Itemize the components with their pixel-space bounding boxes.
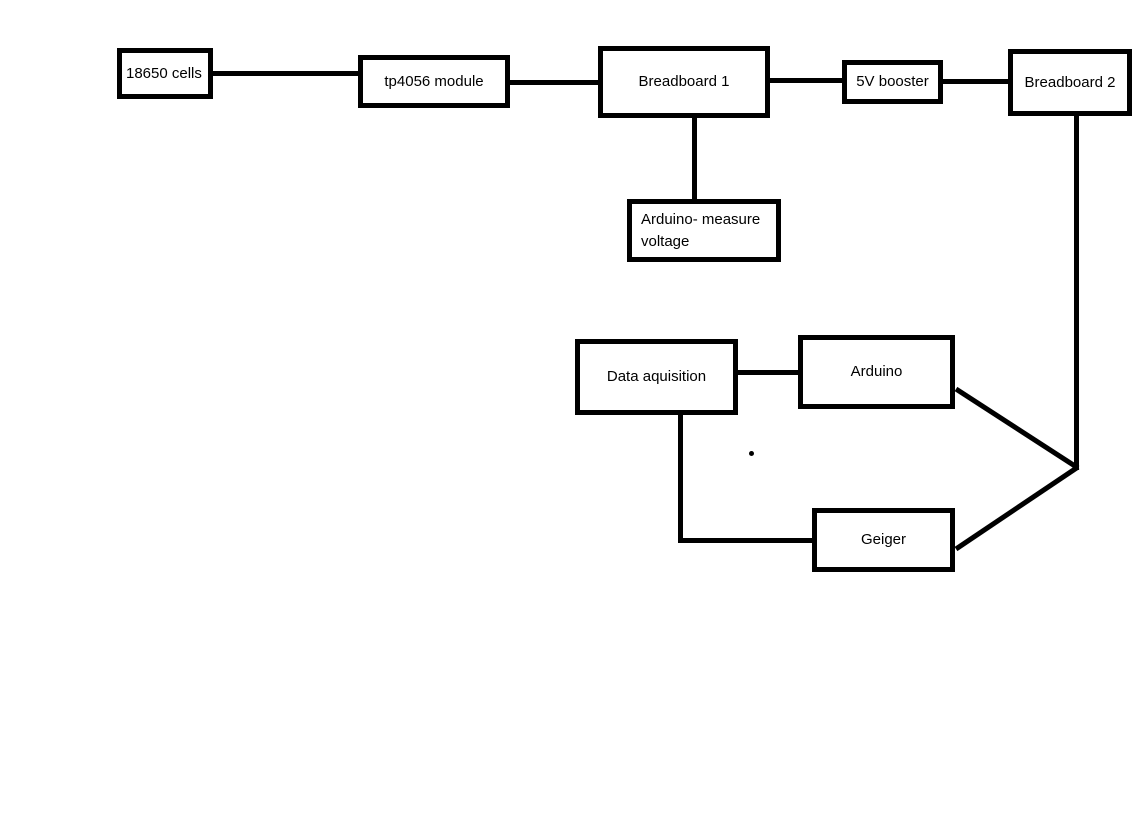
node-arduino: Arduino (798, 335, 955, 409)
connector-arduino-to-breadboard2-diagonal (954, 386, 1080, 471)
connector-cells-to-tp4056 (211, 71, 359, 76)
connector-geiger-to-breadboard2-diagonal (954, 464, 1080, 552)
node-geiger: Geiger (812, 508, 955, 572)
node-18650-cells: 18650 cells (117, 48, 213, 99)
node-label: Geiger (860, 531, 907, 548)
connector-daq-to-arduino (730, 370, 800, 375)
node-data-acquisition: Data aquisition (575, 339, 738, 415)
connector-daq-drop (678, 413, 683, 543)
connector-breadboard1-to-arduino-measure (692, 116, 697, 201)
node-label: Arduino (850, 363, 903, 380)
node-breadboard-1: Breadboard 1 (598, 46, 770, 118)
connector-daq-to-geiger (678, 538, 814, 543)
stray-dot (749, 451, 754, 456)
node-label: Data aquisition (606, 368, 707, 385)
connector-booster-to-breadboard2 (941, 79, 1010, 84)
connector-breadboard2-drop (1074, 114, 1079, 470)
connector-breadboard1-to-booster (768, 78, 844, 83)
node-label: 5V booster (856, 73, 929, 90)
node-label: Arduino- measure voltage (641, 210, 761, 250)
node-label: Breadboard 2 (1024, 73, 1116, 91)
node-label: 18650 cells (126, 64, 202, 82)
node-tp4056-module: tp4056 module (358, 55, 510, 108)
node-5v-booster: 5V booster (842, 60, 943, 104)
node-breadboard-2: Breadboard 2 (1008, 49, 1132, 116)
node-label: tp4056 module (384, 72, 484, 90)
node-arduino-measure-voltage: Arduino- measure voltage (627, 199, 781, 262)
node-label: Breadboard 1 (638, 73, 730, 90)
connector-tp4056-to-breadboard1 (508, 80, 600, 85)
